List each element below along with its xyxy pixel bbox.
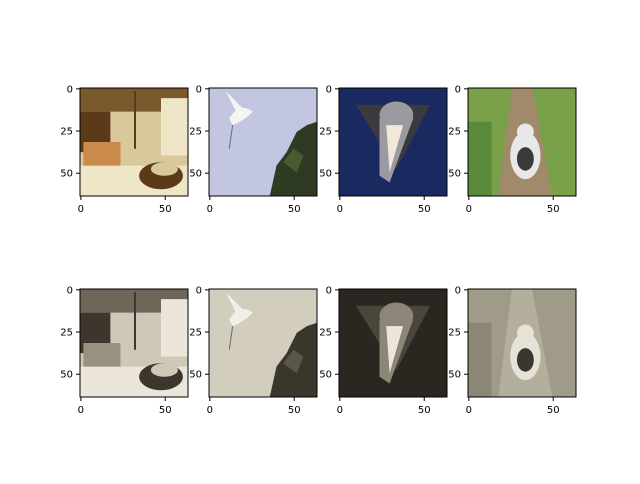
- x-tick-label: 0: [207, 405, 213, 416]
- window-region: [161, 299, 188, 357]
- x-tick-label: 0: [466, 405, 472, 416]
- egret-wing: [225, 91, 243, 112]
- tree-foliage: [283, 148, 304, 173]
- image-panel-1-1: 0 25 50 0 50: [189, 285, 318, 416]
- axes-frame: [338, 87, 448, 197]
- egret-legs: [228, 125, 234, 149]
- y-tick-label: 50: [189, 169, 202, 180]
- axes-frame: [338, 288, 448, 398]
- x-tick-label: 50: [418, 405, 431, 416]
- y-tick-label: 25: [189, 127, 202, 138]
- x-tick-label: 0: [466, 204, 472, 215]
- x-tick-label: 50: [418, 204, 431, 215]
- axes-frame: [208, 87, 318, 197]
- egret-wing: [225, 292, 243, 313]
- lamp-pole: [134, 91, 137, 149]
- x-tick-label: 0: [78, 405, 84, 416]
- image-panel-1-3: 0 25 50 0 50: [448, 285, 577, 416]
- panel-image: [339, 289, 447, 397]
- dog-head: [516, 324, 534, 342]
- egret-body: [229, 308, 253, 327]
- image-panel-1-0: 0 25 50 0 50: [60, 285, 189, 416]
- y-tick-label: 25: [448, 127, 461, 138]
- axes-frame: [467, 87, 577, 197]
- egret-legs: [228, 326, 234, 350]
- y-tick-label: 0: [196, 285, 202, 296]
- y-tick-label: 0: [67, 285, 73, 296]
- x-tick-label: 50: [288, 204, 301, 215]
- x-tick-label: 50: [288, 405, 301, 416]
- lamp-pole: [134, 292, 137, 350]
- dog-shadow: [516, 348, 534, 372]
- panel-image: [339, 88, 447, 196]
- image-panel-0-1: 0 25 50 0 50: [189, 84, 318, 215]
- y-tick-label: 25: [60, 127, 73, 138]
- x-tick-label: 50: [547, 405, 560, 416]
- bird-wing: [386, 125, 404, 173]
- panel-image: [80, 88, 188, 196]
- y-tick-label: 50: [60, 169, 73, 180]
- y-tick-label: 25: [189, 328, 202, 339]
- panel-image: [80, 289, 188, 397]
- dog-head: [516, 123, 534, 141]
- image-panel-0-0: 0 25 50 0 50: [60, 84, 189, 215]
- x-tick-label: 0: [207, 204, 213, 215]
- x-tick-label: 0: [337, 405, 343, 416]
- y-tick-label: 25: [319, 328, 332, 339]
- x-tick-label: 0: [78, 204, 84, 215]
- grass-left: [468, 322, 492, 397]
- panel-image: [468, 289, 576, 397]
- y-tick-label: 25: [60, 328, 73, 339]
- armchair-cushion: [150, 363, 178, 377]
- y-tick-label: 0: [455, 285, 461, 296]
- y-tick-label: 25: [319, 127, 332, 138]
- axes-frame: [208, 288, 318, 398]
- bird-wing: [386, 326, 404, 374]
- grass-left: [468, 121, 492, 196]
- image-panel-0-3: 0 25 50 0 50: [448, 84, 577, 215]
- axes-frame: [79, 87, 189, 197]
- image-panel-1-2: 0 25 50 0 50: [319, 285, 448, 416]
- window-region: [161, 98, 188, 156]
- panel-image: [209, 88, 317, 196]
- y-tick-label: 50: [319, 169, 332, 180]
- x-tick-label: 50: [159, 405, 172, 416]
- y-tick-label: 0: [196, 84, 202, 95]
- y-tick-label: 50: [448, 370, 461, 381]
- x-tick-label: 0: [337, 204, 343, 215]
- y-tick-label: 0: [455, 84, 461, 95]
- y-tick-label: 50: [60, 370, 73, 381]
- x-tick-label: 50: [547, 204, 560, 215]
- y-tick-label: 50: [448, 169, 461, 180]
- panel-image: [209, 289, 317, 397]
- axes-frame: [467, 288, 577, 398]
- axes-frame: [79, 288, 189, 398]
- y-tick-label: 0: [326, 84, 332, 95]
- panel-image: [468, 88, 576, 196]
- y-tick-label: 0: [326, 285, 332, 296]
- tree-foliage: [283, 349, 304, 374]
- y-tick-label: 50: [319, 370, 332, 381]
- egret-body: [229, 107, 253, 126]
- armchair-cushion: [150, 162, 178, 176]
- image-panel-0-2: 0 25 50 0 50: [319, 84, 448, 215]
- y-tick-label: 25: [448, 328, 461, 339]
- x-tick-label: 50: [159, 204, 172, 215]
- y-tick-label: 50: [189, 370, 202, 381]
- y-tick-label: 0: [67, 84, 73, 95]
- dog-shadow: [516, 147, 534, 171]
